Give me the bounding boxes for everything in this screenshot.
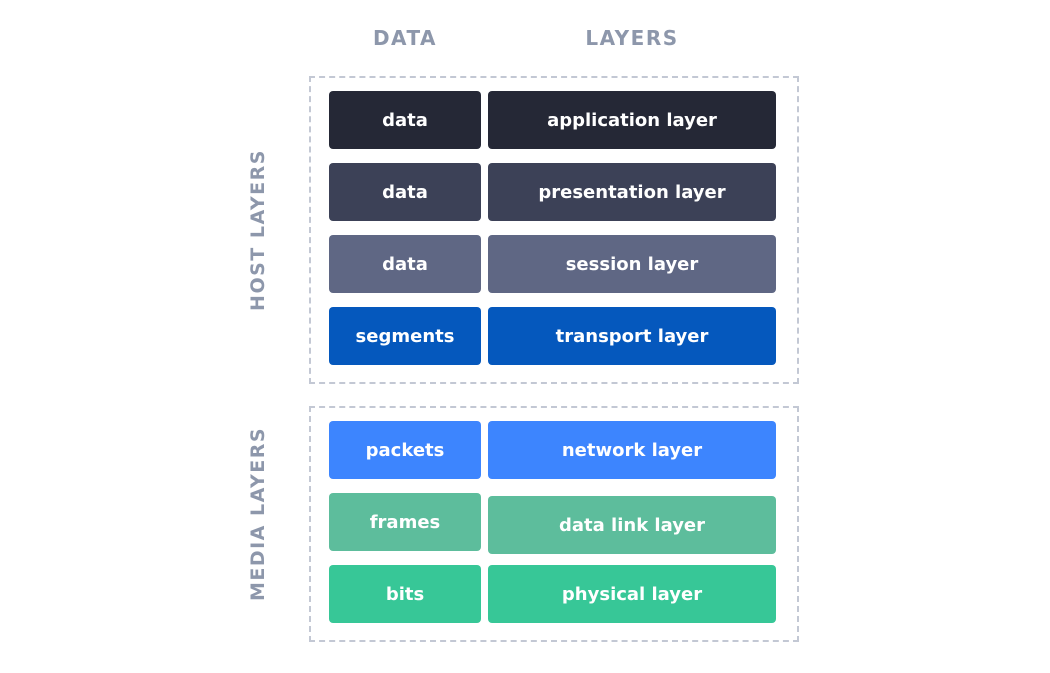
data-unit-physical: bits [329, 565, 481, 623]
layer-application: application layer [488, 91, 776, 149]
layer-physical: physical layer [488, 565, 776, 623]
layer-transport: transport layer [488, 307, 776, 365]
host-layers-label: HOST LAYERS [247, 149, 269, 311]
data-unit-application: data [329, 91, 481, 149]
data-unit-presentation: data [329, 163, 481, 221]
data-unit-network: packets [329, 421, 481, 479]
data-unit-transport: segments [329, 307, 481, 365]
layer-session: session layer [488, 235, 776, 293]
data-column-header: DATA [372, 26, 438, 50]
layer-presentation: presentation layer [488, 163, 776, 221]
layer-network: network layer [488, 421, 776, 479]
data-unit-session: data [329, 235, 481, 293]
media-layers-group [309, 406, 799, 642]
host-layers-group [309, 76, 799, 384]
layers-column-header: LAYERS [585, 26, 679, 50]
media-layers-label: MEDIA LAYERS [247, 426, 269, 602]
data-unit-data-link: frames [329, 493, 481, 551]
layer-data-link: data link layer [488, 496, 776, 554]
